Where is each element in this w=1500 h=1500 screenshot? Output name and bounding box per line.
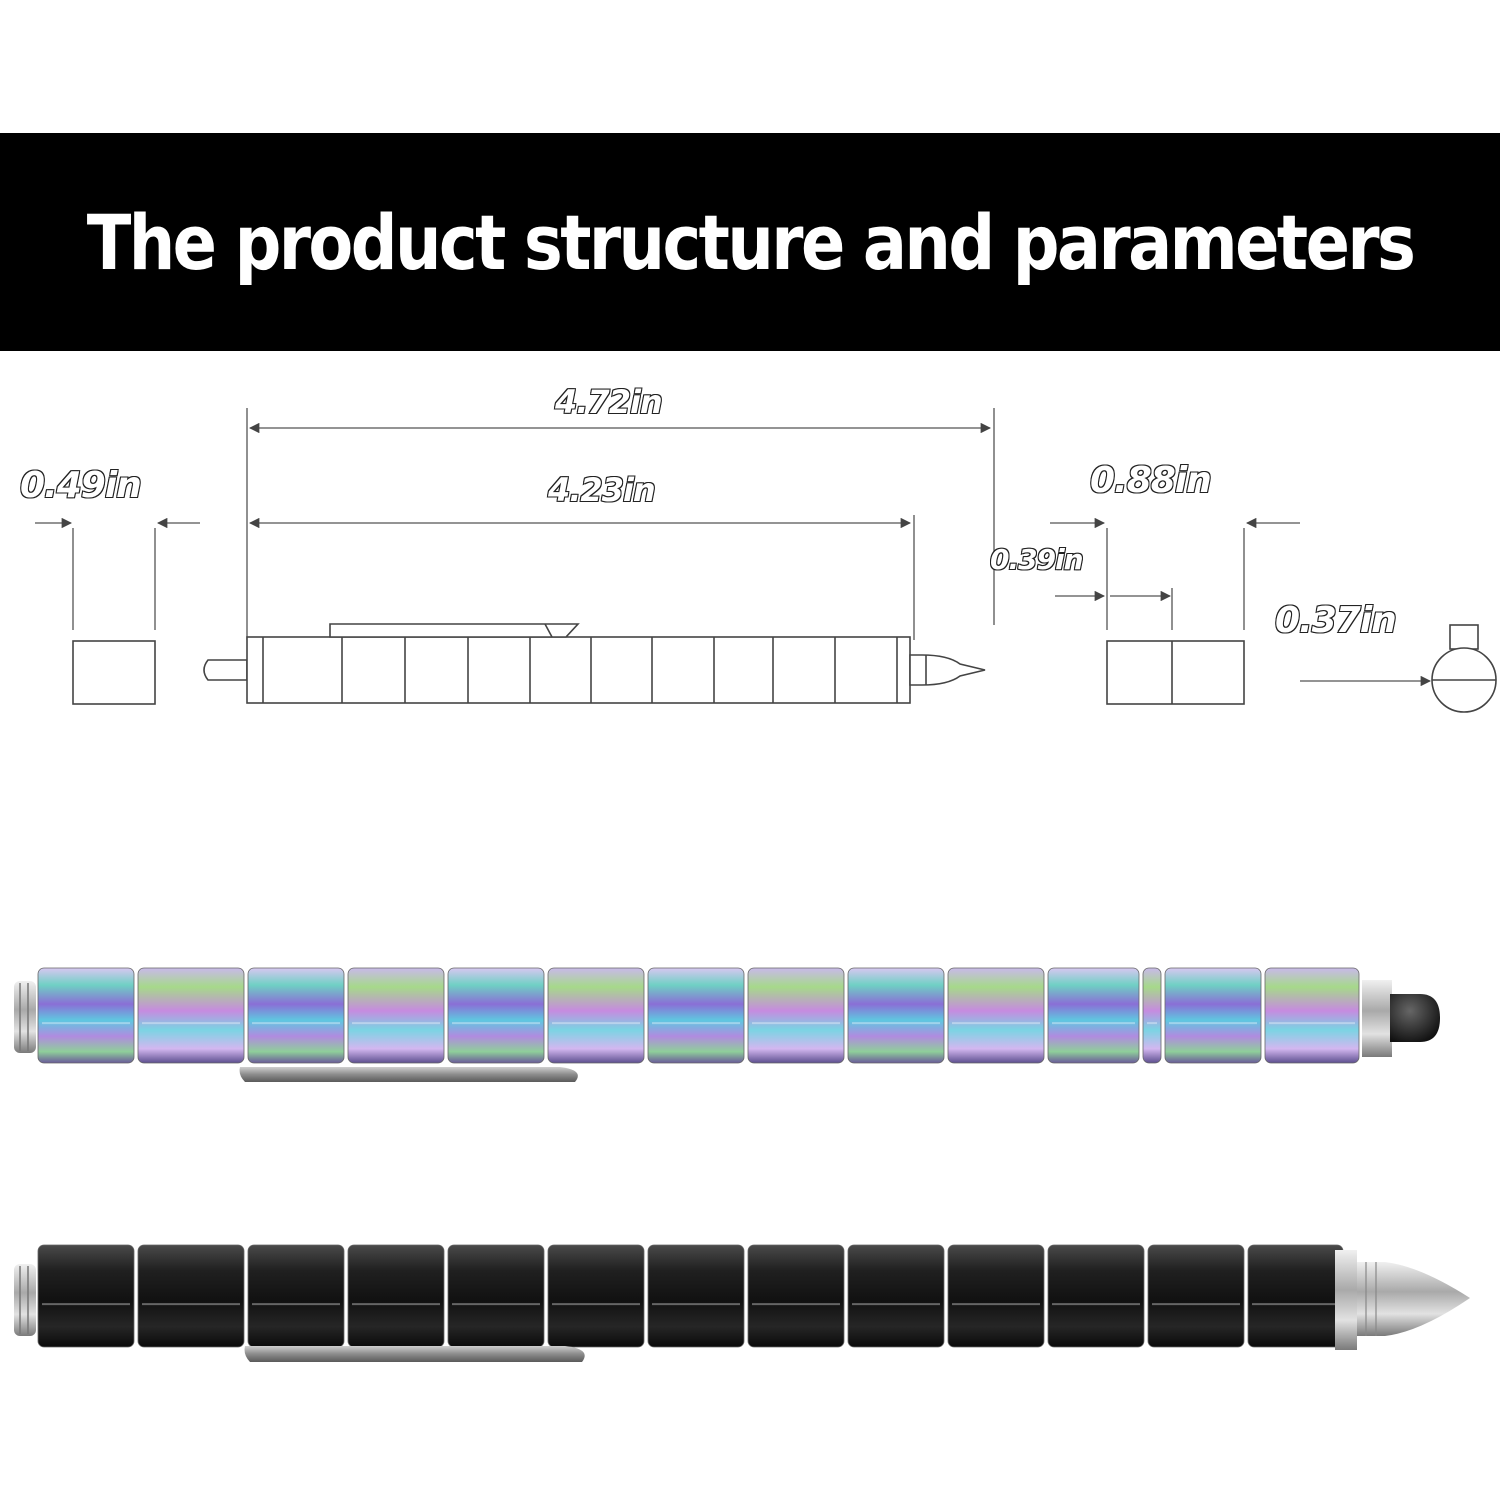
end-cap-outline xyxy=(72,640,156,705)
dim-body-length: 4.23in xyxy=(547,470,657,510)
dimension-lines xyxy=(35,408,1432,687)
segment-pair-outline xyxy=(1106,640,1245,705)
banner-title: The product structure and parameters xyxy=(86,197,1416,287)
black-pen-segment xyxy=(1147,1244,1245,1348)
stylus-tip xyxy=(1390,994,1440,1042)
outline-drawings xyxy=(72,623,1497,713)
title-banner: The product structure and parameters xyxy=(0,133,1500,351)
rainbow-pen-segment xyxy=(747,967,845,1064)
dim-segment-pair-width: 0.88in xyxy=(1089,459,1213,502)
black-pen-clip xyxy=(244,1346,585,1362)
rainbow-pen-segment xyxy=(137,967,245,1064)
black-pen-segment xyxy=(547,1244,645,1348)
black-pen-segment xyxy=(647,1244,745,1348)
pen-body-outline xyxy=(246,636,911,704)
pen-clip-outline xyxy=(329,623,580,638)
black-pen-segment xyxy=(847,1244,945,1348)
rainbow-pen-segment xyxy=(247,967,345,1064)
black-pen-tip-collar xyxy=(1335,1250,1357,1350)
rainbow-pen-segment xyxy=(1164,967,1262,1064)
rainbow-pen-segment xyxy=(1264,967,1360,1064)
black-pen-segment xyxy=(747,1244,845,1348)
pen-back-outline xyxy=(203,659,248,681)
rainbow-pen-segment xyxy=(447,967,545,1064)
dim-end-cap-width: 0.49in xyxy=(19,464,143,507)
black-pen-segment xyxy=(37,1244,135,1348)
rainbow-pen-segment xyxy=(1047,967,1140,1064)
ballpoint-tip xyxy=(1357,1262,1470,1336)
black-pen-segment xyxy=(447,1244,545,1348)
rainbow-pen-segment xyxy=(847,967,945,1064)
black-pen-segment xyxy=(1247,1244,1344,1348)
black-pen xyxy=(14,1244,1470,1362)
black-pen-segment xyxy=(137,1244,245,1348)
rainbow-pen-segment xyxy=(1142,967,1162,1064)
black-pen-segment xyxy=(247,1244,345,1348)
rainbow-pen-segment xyxy=(547,967,645,1064)
diameter-stem-outline xyxy=(1449,624,1479,650)
rainbow-pen-segment xyxy=(647,967,745,1064)
dim-diameter: 0.37in xyxy=(1274,599,1398,642)
rainbow-pen-tip-collar xyxy=(1362,980,1392,1057)
black-pen-cap xyxy=(14,1264,36,1336)
black-pen-segment xyxy=(947,1244,1045,1348)
rainbow-pen-segment xyxy=(347,967,445,1064)
rainbow-pen-segment xyxy=(37,967,135,1064)
black-pen-segment xyxy=(1047,1244,1145,1348)
rainbow-pen xyxy=(14,967,1440,1082)
dim-overall-length: 4.72in xyxy=(554,382,664,422)
rainbow-pen-segment xyxy=(947,967,1045,1064)
black-pen-segment xyxy=(347,1244,445,1348)
pen-tip-outline xyxy=(909,654,986,686)
dim-segment-width: 0.39in xyxy=(989,542,1085,577)
rainbow-pen-clip xyxy=(239,1067,578,1082)
rainbow-pen-cap xyxy=(14,981,36,1053)
